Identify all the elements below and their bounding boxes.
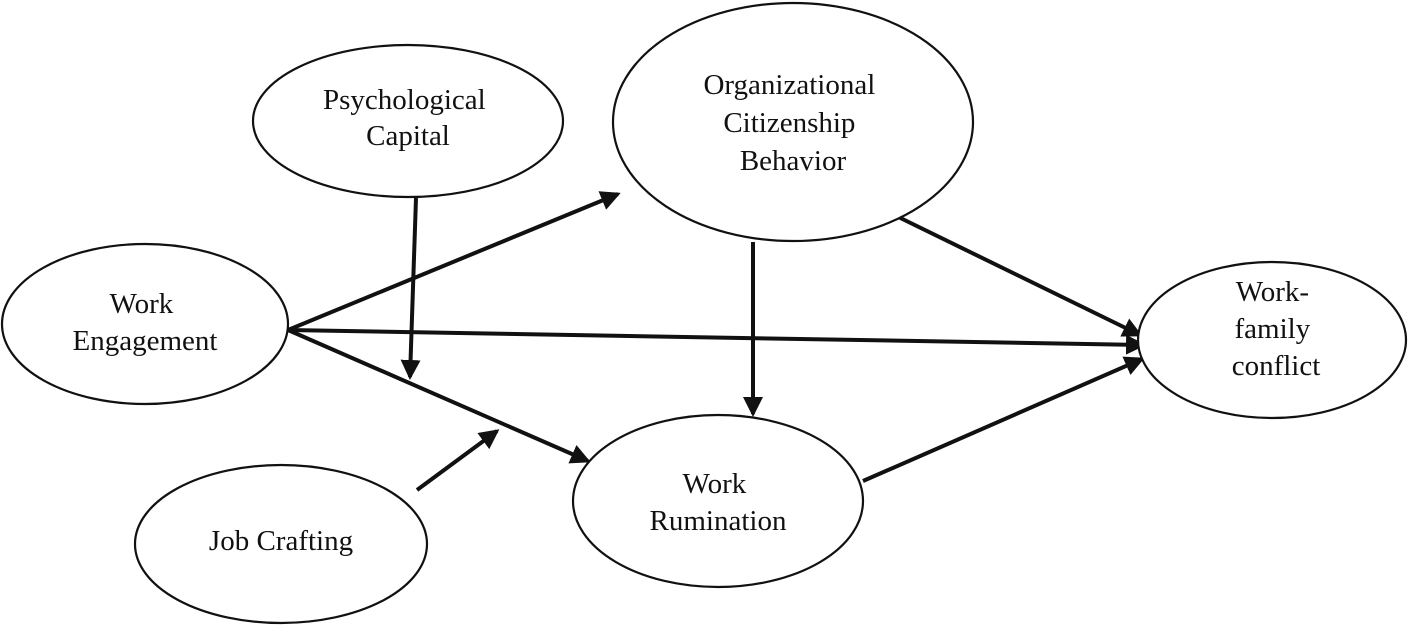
edge-work-engagement-to-work-rumination bbox=[287, 328, 591, 464]
edge-psychological-capital-moderation bbox=[400, 197, 421, 380]
node-job-crafting-ellipse bbox=[133, 463, 429, 625]
label-line: Citizenship bbox=[723, 107, 855, 139]
node-psychological-capital-label: Psychological Capital bbox=[323, 84, 493, 152]
node-psychological-capital-ellipse bbox=[251, 43, 565, 199]
edge-work-engagement-to-work-family-conflict bbox=[287, 328, 1146, 355]
label-line: Behavior bbox=[740, 145, 847, 177]
edge-ocb-to-work-family-conflict bbox=[883, 208, 1143, 337]
edges bbox=[287, 191, 1146, 492]
edge-work-rumination-to-work-family-conflict bbox=[862, 356, 1145, 483]
label-line: Psychological bbox=[323, 84, 486, 116]
node-work-engagement-label: Work Engagement bbox=[73, 288, 218, 357]
node-organizational-citizenship-behavior: Organizational Citizenship Behavior bbox=[611, 1, 975, 243]
node-work-family-conflict: Work- family conflict bbox=[1136, 260, 1408, 420]
label-line: family bbox=[1235, 313, 1311, 345]
node-job-crafting: Job Crafting bbox=[133, 463, 429, 625]
label-line: Engagement bbox=[73, 325, 218, 357]
label-line: Work bbox=[110, 288, 174, 320]
node-job-crafting-label: Job Crafting bbox=[209, 525, 353, 557]
node-ocb-label: Organizational Citizenship Behavior bbox=[703, 69, 882, 177]
node-work-rumination-label: Work Rumination bbox=[650, 468, 787, 537]
label-line: conflict bbox=[1232, 350, 1321, 382]
node-work-family-conflict-label: Work- family conflict bbox=[1232, 276, 1321, 382]
label-line: Work bbox=[683, 468, 747, 500]
label-line: Job Crafting bbox=[209, 525, 353, 557]
label-line: Work- bbox=[1236, 276, 1309, 308]
node-ocb-ellipse bbox=[611, 1, 975, 243]
node-psychological-capital: Psychological Capital bbox=[251, 43, 565, 199]
node-work-engagement-ellipse bbox=[0, 242, 290, 406]
edge-job-crafting-moderation bbox=[415, 429, 500, 492]
edge-work-engagement-to-ocb bbox=[287, 191, 621, 332]
node-work-family-conflict-ellipse bbox=[1136, 260, 1408, 420]
node-work-engagement: Work Engagement bbox=[0, 242, 290, 406]
label-line: Capital bbox=[366, 120, 450, 152]
label-line: Organizational bbox=[703, 69, 875, 101]
node-work-rumination: Work Rumination bbox=[571, 413, 865, 589]
node-work-rumination-ellipse bbox=[571, 413, 865, 589]
label-line: Rumination bbox=[650, 505, 787, 537]
